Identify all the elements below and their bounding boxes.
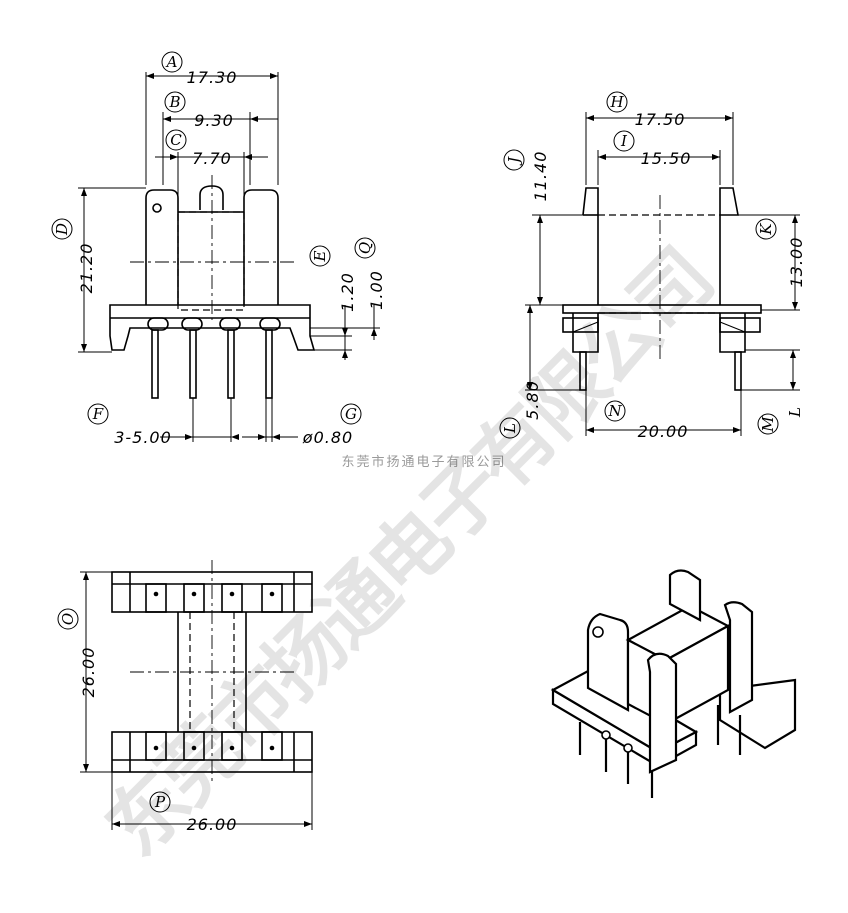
dim-F: 3-5.00 [114, 428, 172, 447]
dim-L: 5.80 [523, 380, 542, 420]
label-P: P [154, 793, 166, 811]
label-H: H [609, 93, 624, 111]
callout-I [613, 130, 635, 152]
callout-F [87, 403, 109, 425]
label-D: D [53, 223, 71, 236]
label-O: O [59, 613, 77, 625]
label-N: N [607, 402, 622, 420]
callout-M [757, 413, 779, 435]
dim-C: 7.70 [192, 149, 232, 168]
callout-A [161, 51, 183, 73]
dim-H: 17.50 [635, 110, 686, 129]
label-K: K [757, 223, 775, 236]
dim-A: 17.30 [187, 68, 238, 87]
label-B: B [168, 93, 180, 111]
dim-J: 11.40 [531, 151, 550, 202]
isometric-view [550, 569, 797, 798]
label-G: G [345, 405, 357, 423]
label-A: A [165, 53, 178, 71]
bottom-flange-slots [145, 731, 283, 761]
label-J: J [505, 156, 523, 166]
callout-C [165, 129, 187, 151]
label-L-small: L [786, 407, 804, 418]
callout-J [503, 149, 525, 171]
dim-N: 20.00 [638, 422, 689, 441]
callout-Q [354, 237, 376, 259]
top-view: O 26.00 P 26.00 [57, 560, 313, 834]
callout-K [755, 218, 777, 240]
label-E: E [311, 250, 329, 262]
side-view: H 17.50 I 15.50 J 11.40 K 13.00 L 5.80 [499, 91, 806, 441]
label-I: I [620, 132, 628, 150]
callout-L [499, 417, 521, 439]
callout-H [606, 91, 628, 113]
dim-P: 26.00 [187, 815, 238, 834]
dim-E: 1.20 [338, 272, 357, 312]
dim-K: 13.00 [787, 237, 806, 288]
dim-G: ø0.80 [302, 428, 353, 447]
callout-N [604, 400, 626, 422]
top-flange-slots [145, 583, 283, 613]
front-view: A 17.30 B 9.30 C 7.70 D 21.20 [51, 51, 386, 447]
dim-Q: 1.00 [367, 270, 386, 310]
dim-B: 9.30 [194, 111, 234, 130]
dim-I: 15.50 [641, 149, 692, 168]
label-F: F [92, 405, 104, 423]
label-C: C [170, 131, 182, 149]
callout-O [57, 608, 79, 630]
dim-D: 21.20 [77, 243, 96, 294]
dim-O: 26.00 [79, 647, 98, 698]
callout-D [51, 218, 73, 240]
front-pins [151, 329, 273, 399]
label-L: L [501, 423, 519, 434]
label-Q: Q [356, 242, 374, 254]
watermark-small: 东莞市扬通电子有限公司 [341, 454, 506, 470]
callout-B [164, 91, 186, 113]
callout-E [309, 245, 331, 267]
callout-P [149, 791, 171, 813]
callout-G [340, 403, 362, 425]
label-M: M [759, 416, 777, 433]
